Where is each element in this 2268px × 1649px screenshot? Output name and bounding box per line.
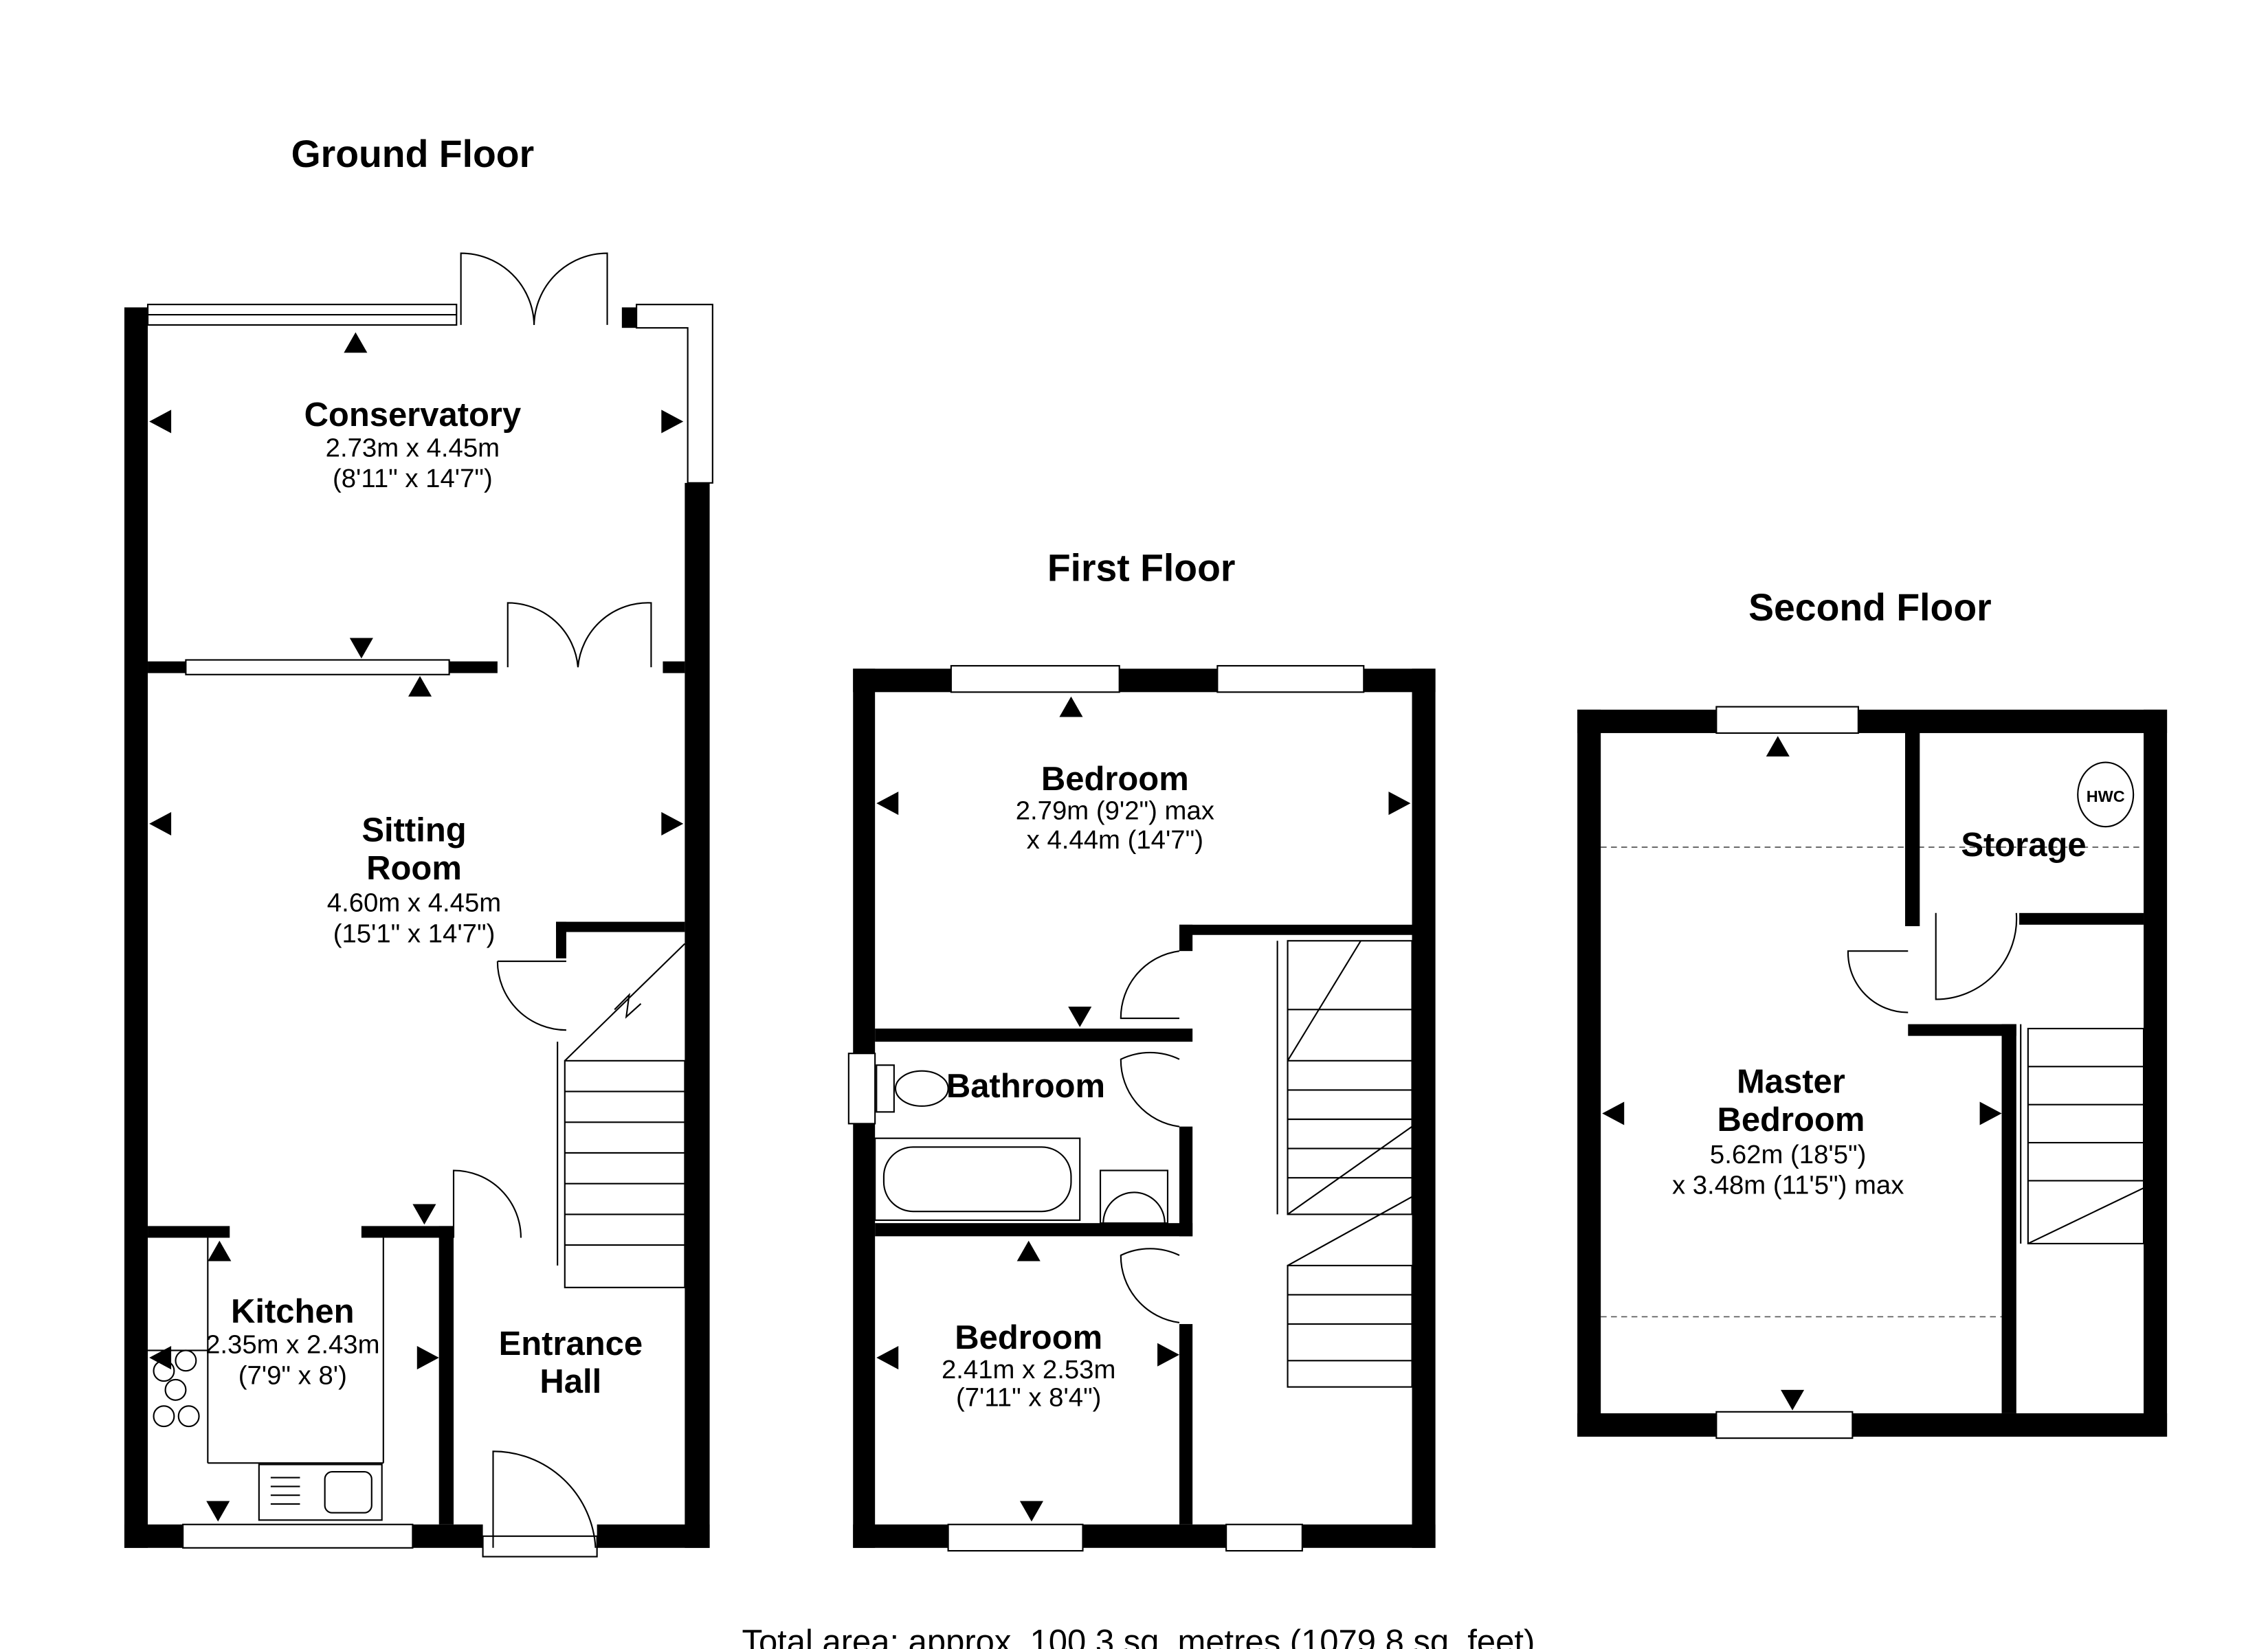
door [496,961,566,1031]
entrance-hall-label-1: Entrance [499,1325,643,1362]
wall [124,307,148,1548]
door [452,1169,522,1238]
ground-floor-plan: Ground Floor [124,133,713,1558]
front-door [492,1450,597,1548]
bedroom-1-dim-2: x 4.44m (14'7") [1027,825,1203,855]
ground-floor-title: Ground Floor [291,133,535,175]
second-floor-plan: Second Floor HWC Storage Master Bed [1577,586,2168,1439]
french-doors [507,602,652,668]
sitting-room-label-1: Sitting [362,811,466,849]
staircase [1276,940,1413,1388]
wall [556,921,566,958]
doors [1847,912,2018,1013]
conservatory-dim-ft: (8'11" x 14'7") [333,464,493,493]
wall [438,1226,454,1525]
sitting-room-dim-ft: (15'1" x 14'7") [333,919,496,948]
first-floor-title: First Floor [1047,547,1236,590]
basin-icon [1099,1169,1169,1224]
total-area: Total area: approx. 100.3 sq. metres (10… [742,1624,1535,1649]
wall [621,307,637,328]
conservatory-dim-m: 2.73m x 4.45m [326,434,500,463]
sitting-room-label-2: Room [366,850,462,887]
hwc-icon: HWC [2077,761,2135,828]
wall [556,921,685,932]
master-bedroom-label-1: Master [1737,1064,1845,1101]
window [1216,664,1365,693]
window [1715,1411,1854,1439]
second-floor-title: Second Floor [1748,586,1992,629]
window [950,664,1120,693]
conservatory-label: Conservatory [304,396,522,434]
bedroom-2-dim-m: 2.41m x 2.53m [942,1355,1115,1384]
window [182,1523,414,1549]
bath-icon [874,1137,1081,1221]
kitchen-label: Kitchen [231,1293,355,1330]
kitchen-dim-m: 2.35m x 2.43m [205,1330,379,1360]
hwc-label: HWC [2087,787,2125,805]
staircase [2020,1024,2145,1245]
sink-icon [258,1463,383,1521]
window [1225,1523,1303,1552]
bedroom-1-label: Bedroom [1041,761,1189,798]
window [185,659,450,675]
entrance-hall-label-2: Hall [540,1363,601,1400]
wall [361,1226,454,1238]
window [947,1523,1084,1552]
bedroom-2-dim-ft: (7'11" x 8'4") [956,1382,1102,1412]
wall [685,482,710,1548]
wall [663,661,685,673]
bathroom-label: Bathroom [946,1068,1105,1105]
master-bedroom-dim-1: 5.62m (18'5") [1710,1140,1866,1169]
window [847,1053,876,1125]
kitchen-dim-ft: (7'9" x 8') [238,1360,347,1390]
french-doors [460,252,608,325]
staircase [557,943,686,1288]
window [1715,706,1859,734]
toilet-icon [876,1064,949,1113]
bedroom-1-dim-1: 2.79m (9'2") max [1016,796,1214,826]
sitting-room-dim-m: 4.60m x 4.45m [327,888,501,918]
master-bedroom-label-2: Bedroom [1717,1101,1865,1138]
bedroom-2-label: Bedroom [955,1319,1102,1356]
storage-label: Storage [1961,827,2086,864]
first-floor-plan: First Floor [847,547,1436,1552]
doors [1120,950,1180,1323]
window [636,304,713,484]
wall [148,1226,230,1238]
master-bedroom-dim-2: x 3.48m (11'5") max [1672,1171,1904,1200]
